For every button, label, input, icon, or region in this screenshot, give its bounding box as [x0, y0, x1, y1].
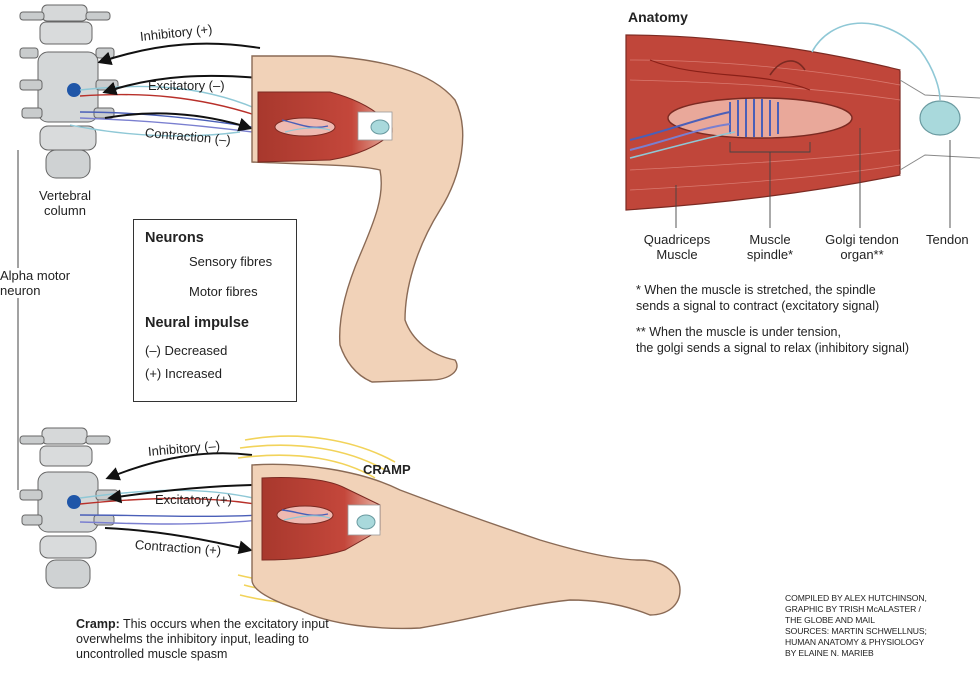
bottom-vertebral-column	[20, 428, 118, 588]
legend-motor-label: Motor fibres	[189, 284, 258, 299]
legend-increased: (+) Increased	[145, 366, 222, 381]
legend-neurons-title: Neurons	[145, 230, 204, 246]
cramp-note-label: Cramp:	[76, 617, 120, 631]
golgi-tendon-label: Golgi tendon organ**	[812, 232, 912, 262]
vertebral-column-label: Vertebral column	[30, 188, 100, 218]
legend-impulse-title: Neural impulse	[145, 315, 249, 331]
spindle-note: * When the muscle is stretched, the spin…	[636, 282, 879, 314]
cramp-note-line1: This occurs when the excitatory input	[123, 617, 329, 631]
cramp-note: Cramp: This occurs when the excitatory i…	[76, 617, 406, 662]
quadriceps-label: Quadriceps Muscle	[630, 232, 724, 262]
anatomy-illustration	[626, 23, 980, 210]
cramp-label: CRAMP	[363, 462, 411, 477]
cramp-note-line2: overwhelms the inhibitory input, leading…	[76, 632, 406, 647]
alpha-motor-neuron-label: Alpha motor neuron	[0, 268, 72, 298]
cramp-note-line3: uncontrolled muscle spasm	[76, 647, 406, 662]
bottom-inhibitory-arrow	[108, 453, 252, 478]
bottom-excitatory-label: Excitatory (+)	[155, 492, 232, 507]
top-vertebral-column	[20, 5, 118, 178]
legend-sensory-label: Sensory fibres	[189, 254, 272, 269]
top-inhibitory-arrow	[100, 44, 260, 62]
legend-decreased: (–) Decreased	[145, 343, 227, 358]
golgi-note: ** When the muscle is under tension, the…	[636, 324, 909, 356]
top-excitatory-label: Excitatory (–)	[148, 78, 225, 93]
bottom-leg	[252, 464, 680, 628]
tendon-label: Tendon	[926, 232, 969, 247]
credits: COMPILED BY ALEX HUTCHINSON, GRAPHIC BY …	[785, 593, 977, 676]
muscle-spindle-label: Muscle spindle*	[730, 232, 810, 262]
anatomy-title: Anatomy	[628, 9, 688, 25]
